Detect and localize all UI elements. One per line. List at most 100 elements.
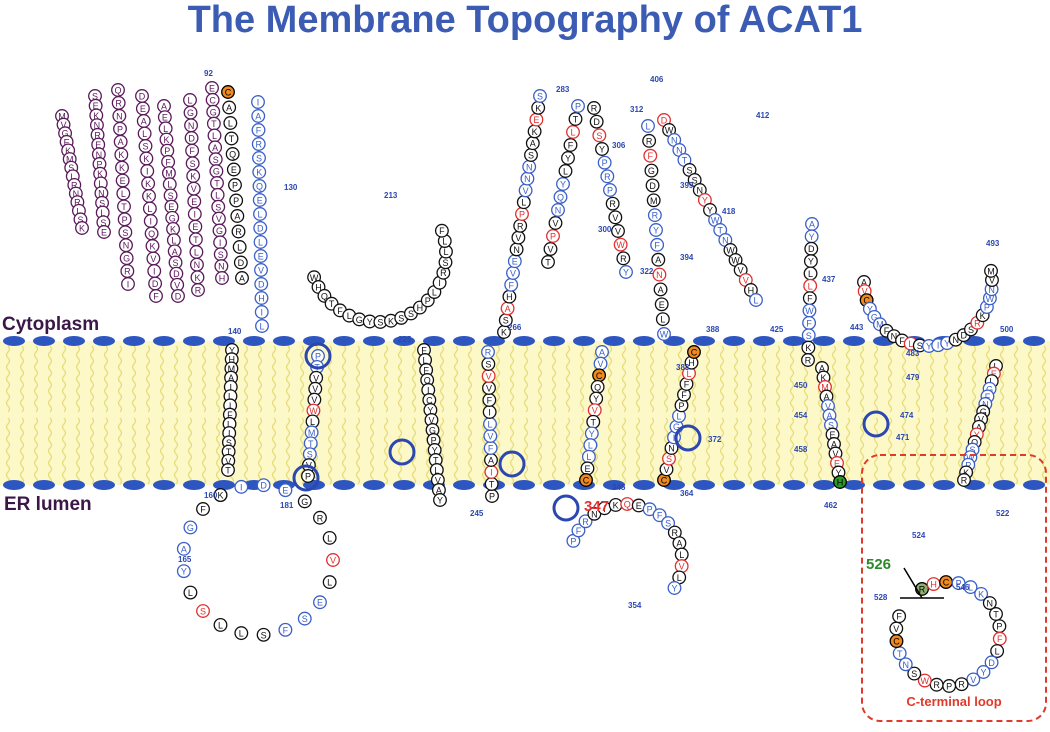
- lipid-tail: [61, 417, 67, 485]
- lipid-head-group: [1023, 336, 1045, 346]
- lipid-head-group: [1023, 480, 1045, 490]
- svg-text:F: F: [227, 410, 233, 420]
- svg-text:S: S: [503, 316, 509, 326]
- svg-text:T: T: [717, 226, 723, 236]
- residue: V: [608, 210, 623, 225]
- residue: D: [804, 241, 819, 256]
- residue: D: [169, 266, 184, 281]
- svg-text:T: T: [573, 115, 579, 125]
- svg-text:T: T: [329, 299, 335, 309]
- lipid-tail: [985, 417, 991, 485]
- residue: A: [230, 209, 245, 223]
- residue: C: [221, 85, 235, 99]
- residue: I: [213, 235, 228, 250]
- residue: F: [563, 138, 578, 152]
- residue: M: [161, 166, 176, 181]
- residue: D: [135, 89, 149, 103]
- lipid-tail: [411, 345, 417, 413]
- lipid-tail: [607, 417, 613, 485]
- svg-text:V: V: [225, 456, 231, 466]
- svg-text:A: A: [505, 304, 511, 314]
- lipid-head-group: [933, 480, 955, 490]
- svg-text:E: E: [584, 464, 590, 474]
- residue: S: [118, 225, 133, 240]
- svg-text:T: T: [433, 456, 439, 466]
- svg-text:R: R: [256, 140, 263, 150]
- svg-text:E: E: [659, 300, 665, 310]
- residue: A: [653, 282, 668, 297]
- svg-text:E: E: [834, 459, 840, 469]
- svg-text:L: L: [442, 237, 447, 247]
- svg-text:Y: Y: [432, 446, 438, 456]
- svg-text:S: S: [99, 198, 105, 208]
- svg-text:V: V: [312, 384, 318, 394]
- svg-text:Q: Q: [321, 291, 328, 301]
- residue: F: [892, 609, 907, 624]
- svg-text:L: L: [521, 198, 526, 208]
- svg-text:Y: Y: [980, 668, 986, 678]
- lipid-tail: [243, 417, 249, 485]
- residue: S: [252, 151, 266, 165]
- residue: K: [141, 176, 156, 191]
- lipid-head-group: [783, 336, 805, 346]
- lipid-tail: [761, 345, 767, 413]
- svg-text:P: P: [678, 401, 684, 411]
- svg-text:R: R: [582, 517, 589, 527]
- svg-text:V: V: [150, 254, 156, 264]
- svg-text:K: K: [978, 589, 984, 599]
- svg-text:A: A: [118, 137, 124, 147]
- residue: A: [208, 140, 223, 155]
- lipid-head-group: [333, 336, 355, 346]
- residue: Q: [420, 373, 435, 387]
- svg-text:P: P: [946, 681, 952, 691]
- residue: L: [672, 409, 686, 423]
- lipid-head-group: [843, 480, 865, 490]
- lipid-tail: [159, 345, 165, 413]
- residue: G: [209, 164, 224, 179]
- svg-text:L: L: [677, 573, 682, 583]
- svg-text:A: A: [228, 373, 234, 383]
- svg-text:V: V: [330, 556, 336, 566]
- svg-text:Y: Y: [867, 304, 873, 314]
- residue: P: [546, 229, 560, 243]
- svg-text:A: A: [861, 278, 867, 288]
- residue: L: [95, 205, 110, 220]
- svg-text:L: L: [310, 417, 315, 427]
- residue: V: [254, 263, 268, 277]
- svg-text:S: S: [442, 258, 448, 268]
- svg-text:E: E: [162, 113, 168, 123]
- svg-text:V: V: [486, 372, 492, 382]
- residue: T: [568, 112, 583, 126]
- residue: F: [571, 523, 586, 538]
- lipid-head-group: [33, 336, 55, 346]
- svg-text:M: M: [987, 266, 995, 276]
- residue-number: 524: [912, 531, 926, 540]
- residue: V: [548, 216, 563, 230]
- residue-number: 406: [650, 75, 664, 84]
- residue: P: [311, 349, 325, 363]
- svg-text:R: R: [652, 211, 659, 221]
- lipid-head-group: [633, 480, 655, 490]
- lipid-tail: [621, 345, 627, 413]
- svg-text:K: K: [146, 192, 152, 202]
- lipid-head-group: [543, 336, 565, 346]
- svg-text:N: N: [982, 400, 989, 410]
- residue: P: [942, 679, 957, 693]
- svg-text:N: N: [676, 146, 683, 156]
- residue: A: [484, 453, 498, 467]
- residue: D: [256, 478, 271, 493]
- residue-number: 471: [896, 433, 910, 442]
- svg-text:Q: Q: [424, 376, 431, 386]
- lipid-head-group: [243, 336, 265, 346]
- svg-text:R: R: [94, 130, 101, 140]
- svg-text:A: A: [530, 139, 536, 149]
- svg-text:Q: Q: [594, 382, 601, 392]
- residue: F: [504, 277, 519, 292]
- lipid-tail: [887, 345, 893, 413]
- lipid-tail: [873, 345, 879, 413]
- residue: L: [183, 93, 197, 107]
- residue: V: [146, 251, 161, 266]
- lipid-tail: [117, 345, 123, 413]
- lipid-tail: [271, 345, 277, 413]
